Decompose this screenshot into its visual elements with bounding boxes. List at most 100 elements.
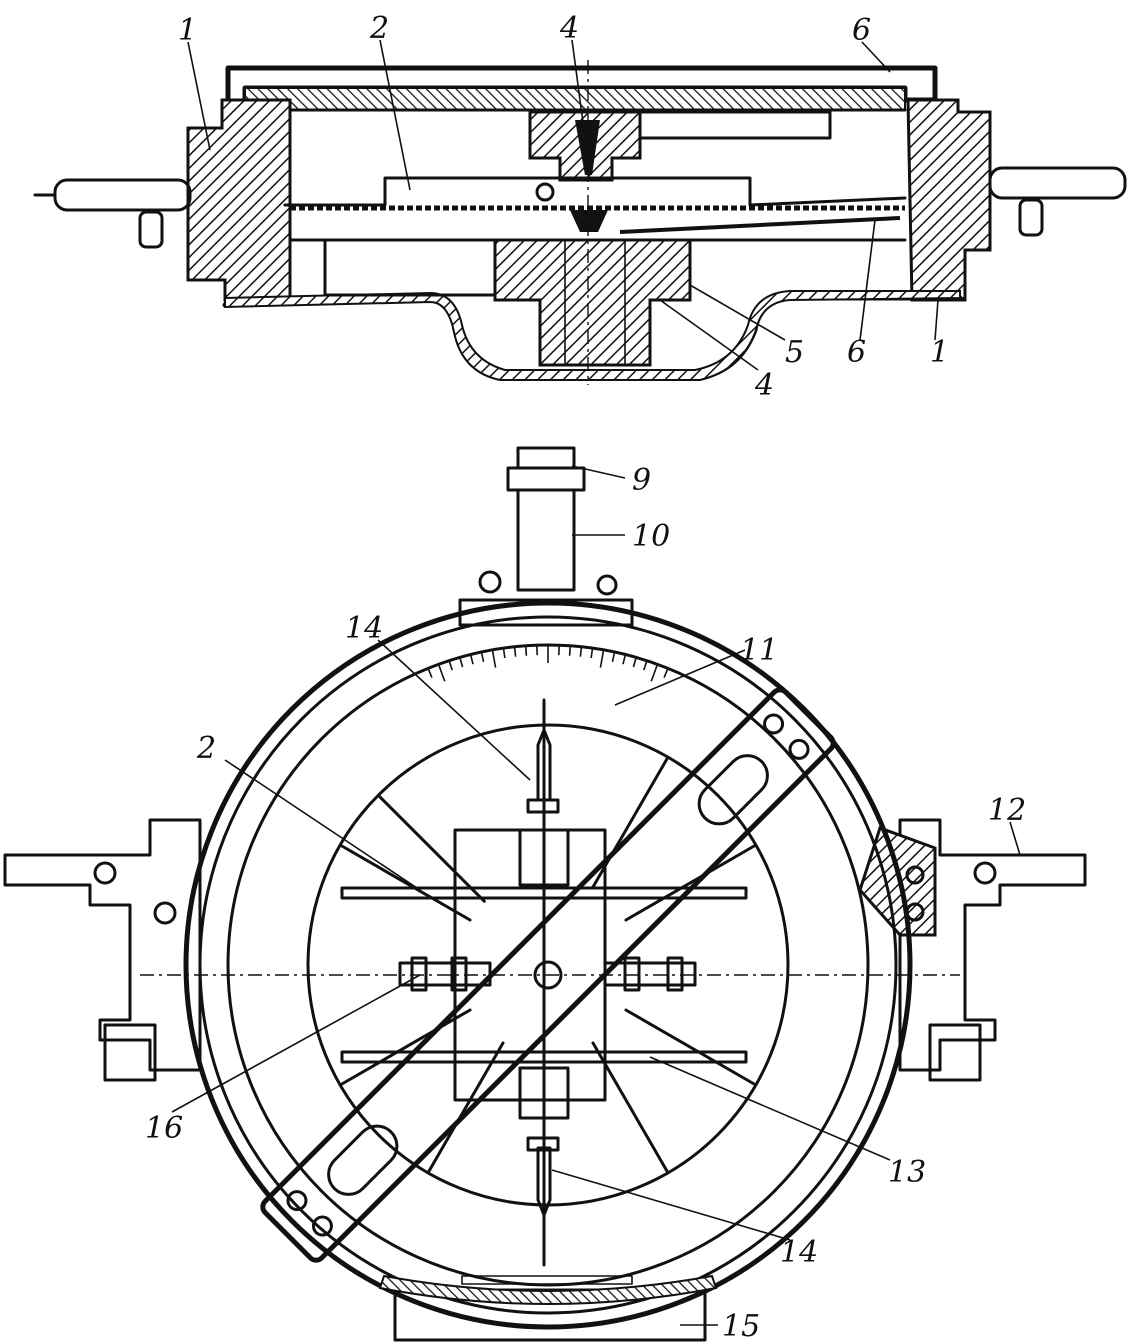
spoke <box>378 795 486 903</box>
scale-tick <box>437 664 446 682</box>
bottom-arc-hatch <box>378 1274 718 1305</box>
callout-15: 15 <box>722 1309 760 1344</box>
spring-6 <box>619 216 901 234</box>
right-bracket-block <box>858 826 937 937</box>
scale-tick <box>663 668 669 678</box>
needle-14-lower-clip <box>526 1136 560 1152</box>
scale-tick <box>622 654 627 665</box>
leader-11 <box>614 649 746 706</box>
scale-tick <box>459 657 464 668</box>
callout-14-upper: 14 <box>345 611 383 646</box>
scale-tick <box>599 649 605 668</box>
callout-6-top: 6 <box>852 13 871 48</box>
arm-screw-3 <box>286 1190 308 1212</box>
spoke <box>340 844 472 922</box>
right-shaft <box>988 166 1127 200</box>
scale-tick <box>427 668 433 678</box>
scale-tick <box>524 645 528 656</box>
scale-tick <box>643 660 648 671</box>
right-housing <box>906 98 992 302</box>
leader-1-right <box>934 299 939 341</box>
knob-9-collar <box>506 466 586 492</box>
left-shaft <box>53 178 192 212</box>
diagonal-arm <box>260 687 836 1263</box>
right-block-hole-1 <box>905 865 925 885</box>
leader-2 <box>379 39 411 191</box>
scale-11 <box>427 645 669 682</box>
stem-10 <box>516 488 576 592</box>
callout-14-lower: 14 <box>780 1235 818 1270</box>
leader-16 <box>171 974 421 1113</box>
callout-6-bottom: 6 <box>847 335 866 370</box>
scale-tick <box>632 657 637 668</box>
stem-base <box>458 598 634 627</box>
left-bracket <box>3 818 202 1072</box>
leader-5 <box>689 284 786 341</box>
left-bracket-hole-2 <box>153 901 177 925</box>
callout-16: 16 <box>145 1111 183 1146</box>
lid-glass <box>244 87 906 111</box>
scale-tick <box>502 648 506 659</box>
leader-12 <box>1009 821 1021 856</box>
left-bracket-foot <box>103 1023 157 1082</box>
lower-bearing-core <box>564 239 626 366</box>
left-shaft-pin <box>138 210 164 249</box>
right-bracket-hole <box>973 861 997 885</box>
scale-tick <box>480 651 485 662</box>
callout-4-top: 4 <box>559 11 579 46</box>
upper-clamp <box>518 828 570 887</box>
spoke <box>340 1008 472 1086</box>
arm-screw-2 <box>788 738 810 760</box>
scale-tick <box>448 660 453 671</box>
callout-9: 9 <box>632 463 651 498</box>
callout-2-top: 2 <box>369 11 389 46</box>
scale-tick <box>469 654 474 665</box>
arm-screw-4 <box>311 1215 333 1237</box>
scale-tick <box>590 648 594 659</box>
arm-slot-lower <box>327 1124 399 1196</box>
knife-edge-lower <box>570 210 608 232</box>
outer-ring <box>183 600 913 1330</box>
right-bracket <box>898 818 1087 1072</box>
arm-slot-upper <box>697 754 769 826</box>
scale-tick <box>650 664 659 682</box>
scale-tick <box>513 646 517 657</box>
bottom-slot <box>461 1275 633 1285</box>
callout-12: 12 <box>988 793 1026 828</box>
callout-1-left: 1 <box>178 13 197 48</box>
plan-view: 9 10 14 11 2 12 16 13 14 15 <box>3 446 1087 1344</box>
needle-14-upper-clip <box>526 798 560 814</box>
callout-5: 5 <box>785 335 804 370</box>
callout-10: 10 <box>632 519 670 554</box>
callout-13: 13 <box>888 1155 926 1190</box>
outer-ring-inner <box>198 615 898 1315</box>
right-bracket-foot <box>928 1023 982 1082</box>
base-shell-inner <box>224 290 961 381</box>
leader-6-bottom <box>859 219 876 341</box>
callout-11: 11 <box>740 633 778 668</box>
spokes <box>340 757 756 1173</box>
leader-14-lower <box>551 1169 791 1241</box>
leader-1-left <box>187 41 211 151</box>
stem-screw-right <box>596 574 618 596</box>
callout-1-right: 1 <box>930 335 949 370</box>
leader-4-top <box>571 39 589 161</box>
inner-stand <box>323 238 497 297</box>
leader-14-upper <box>377 639 531 781</box>
spoke <box>427 1041 505 1173</box>
stem-screw-left <box>478 570 502 594</box>
leader-2-plan <box>224 759 421 891</box>
scale-tick <box>568 645 572 656</box>
arm-2 <box>283 176 907 207</box>
arm-pivot <box>535 182 555 202</box>
spoke <box>624 844 756 922</box>
leader-4-bottom <box>659 299 759 371</box>
leader-6-top <box>861 41 891 73</box>
leader-9 <box>571 465 626 479</box>
knob-9 <box>516 446 576 470</box>
spring-assembly-16-left <box>398 956 492 992</box>
inner-frame <box>453 828 607 1102</box>
scale-tick <box>611 651 616 662</box>
arm-screw-1 <box>763 713 785 735</box>
